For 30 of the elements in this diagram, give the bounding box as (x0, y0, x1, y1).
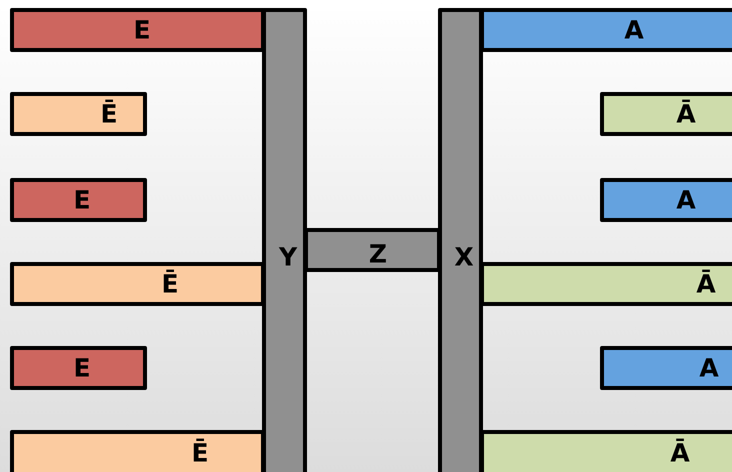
horizontal-bar (600, 92, 732, 136)
bar-label: E (73, 356, 91, 380)
horizontal-bar (10, 430, 265, 472)
horizontal-bar (10, 346, 147, 390)
bar-label: X (454, 244, 474, 270)
bar-label: E (73, 188, 91, 212)
bar-label: A (624, 18, 644, 42)
connecting-bar (304, 228, 441, 272)
horizontal-bar (10, 262, 265, 306)
bar-label: Ā (676, 102, 696, 126)
bar-label: Ē (161, 272, 179, 296)
horizontal-bar (600, 178, 732, 222)
bar-label: A (676, 188, 696, 212)
horizontal-bar (480, 262, 732, 306)
horizontal-bar (10, 92, 147, 136)
horizontal-bar (600, 346, 732, 390)
horizontal-bar (480, 430, 732, 472)
bar-label: Ē (191, 440, 209, 466)
horizontal-bar (10, 8, 265, 52)
bar-label: A (699, 356, 719, 380)
vertical-bar (262, 8, 307, 472)
bar-label: Ā (696, 272, 716, 296)
bar-label: E (133, 18, 151, 42)
horizontal-bar (480, 8, 732, 52)
bar-label: Ā (670, 440, 690, 466)
bar-label: Z (368, 241, 388, 266)
bar-label: Ē (100, 102, 118, 126)
bar-label: Y (278, 244, 298, 270)
horizontal-bar (10, 178, 147, 222)
vertical-bar (438, 8, 483, 472)
